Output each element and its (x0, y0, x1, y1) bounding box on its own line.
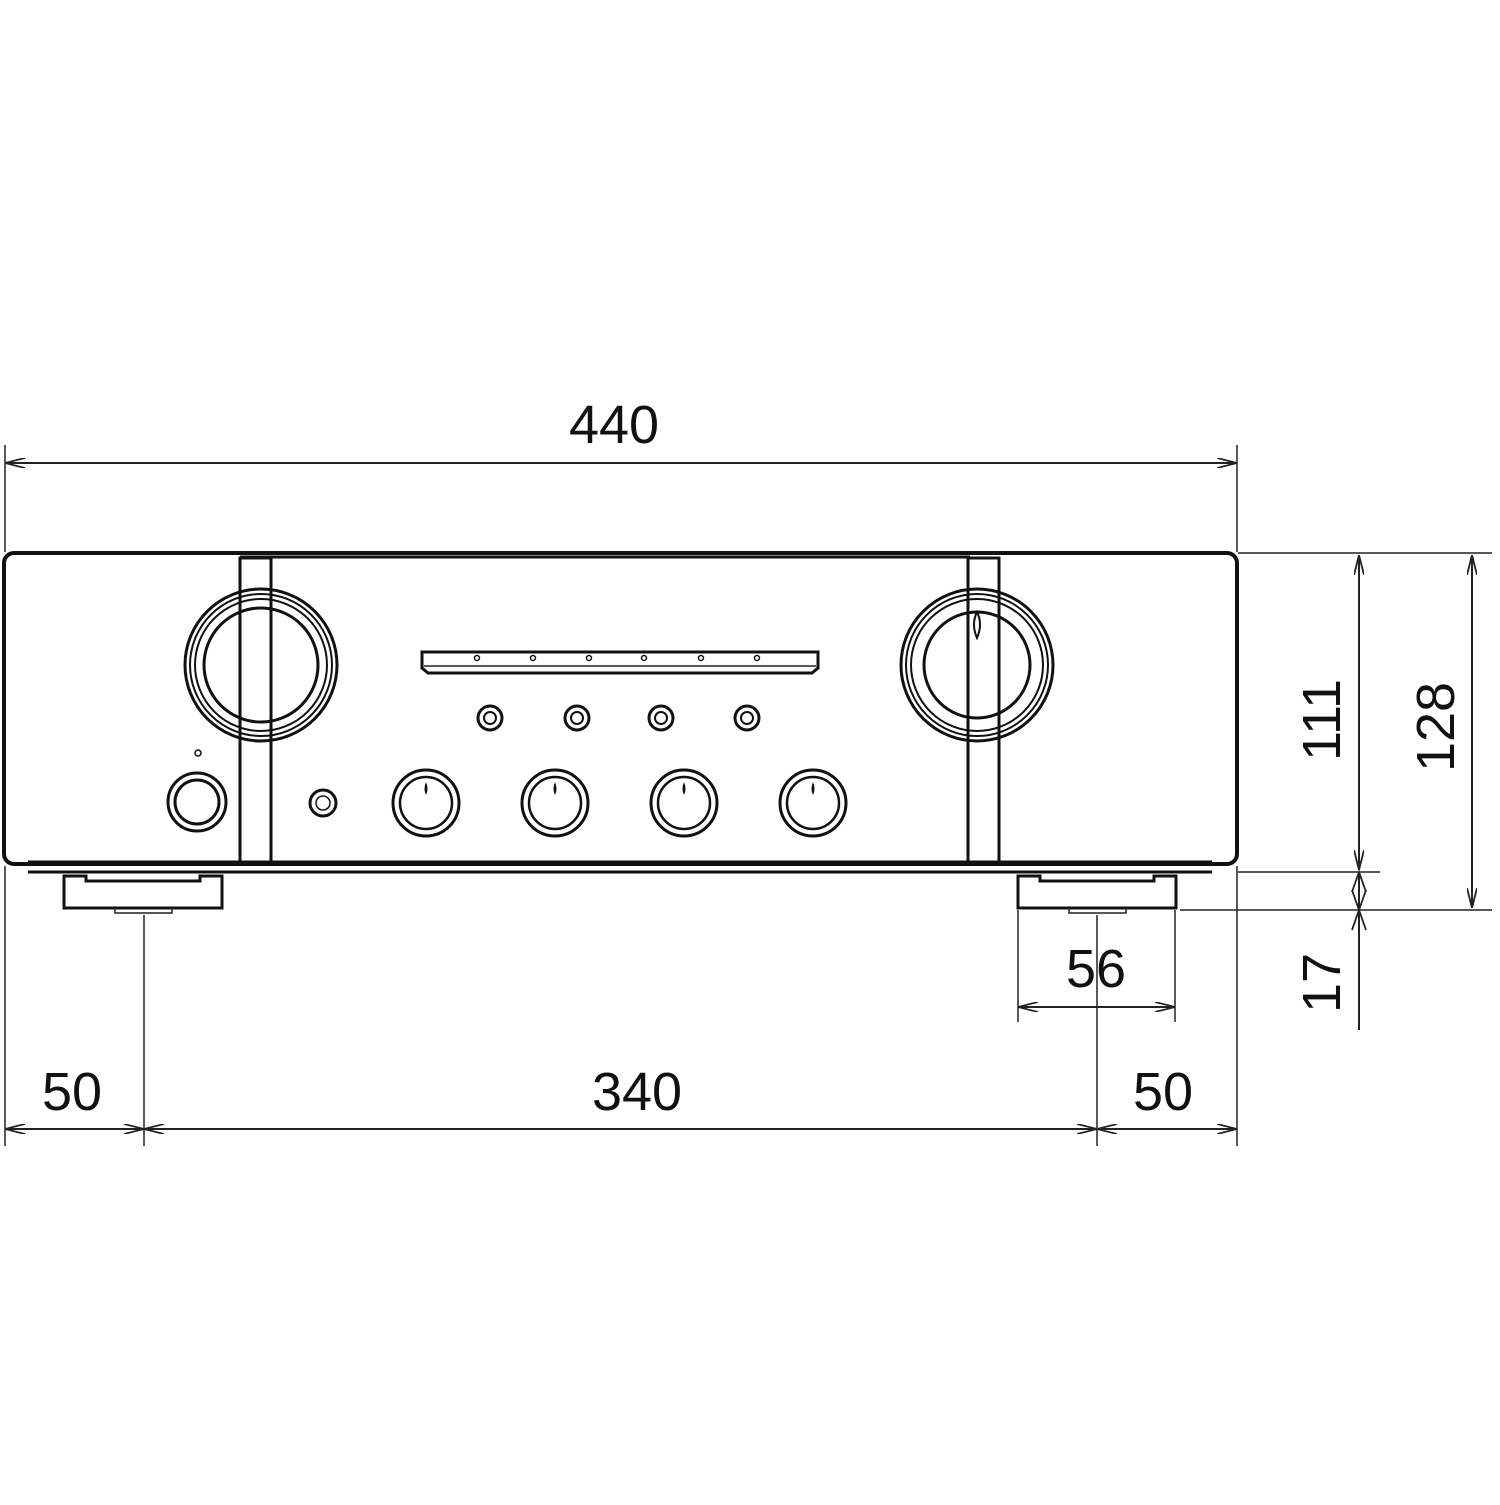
tone-knob (778, 768, 848, 838)
headphone-jack (308, 788, 338, 818)
dimension-foot-height: 17 (1292, 869, 1367, 1030)
dimension-label-128: 128 (1406, 682, 1466, 772)
power-led-icon (194, 749, 202, 757)
dimension-label-56: 56 (1066, 939, 1126, 999)
dimension-bottom-chain: 50 340 50 (4, 866, 1238, 1146)
tone-knob (520, 768, 590, 838)
small-button (476, 704, 504, 732)
input-selector-knob (183, 587, 339, 743)
display-window (420, 650, 820, 675)
dimension-label-left-50: 50 (42, 1062, 102, 1122)
small-button (733, 704, 761, 732)
knob-pointer-icon (553, 782, 557, 795)
panel-outline (2, 551, 1239, 866)
small-button (563, 704, 591, 732)
knob-pointer-icon (424, 782, 428, 795)
left-foot (62, 874, 224, 914)
right-foot (1016, 874, 1178, 914)
volume-indicator-icon (973, 609, 981, 641)
power-button (166, 771, 228, 833)
indicator-led (585, 654, 593, 662)
knob-pointer-icon (811, 782, 815, 795)
indicator-led (753, 654, 761, 662)
tone-knob (391, 768, 461, 838)
dimension-label-right-50: 50 (1133, 1062, 1193, 1122)
dimension-label-17: 17 (1292, 953, 1352, 1013)
knob-pointer-icon (682, 782, 686, 795)
dimension-body-height: 111 (1238, 552, 1492, 873)
dimension-label-111: 111 (1292, 679, 1352, 761)
indicator-led (473, 654, 481, 662)
indicator-led (640, 654, 648, 662)
dimension-label-340: 340 (592, 1062, 682, 1122)
indicator-led (529, 654, 537, 662)
amplifier-front-panel (2, 551, 1239, 874)
right-trim-bar (966, 556, 1001, 864)
indicator-led (697, 654, 705, 662)
dimension-overall-height: 128 (1180, 555, 1492, 911)
small-button (647, 704, 675, 732)
panel-bottom-strip (28, 860, 1212, 874)
volume-knob (899, 587, 1055, 743)
button-row (476, 704, 761, 732)
tone-knob (649, 768, 719, 838)
dimension-overall-width: 440 (4, 395, 1238, 552)
dimension-label-440: 440 (569, 395, 659, 455)
left-trim-bar (238, 556, 273, 864)
